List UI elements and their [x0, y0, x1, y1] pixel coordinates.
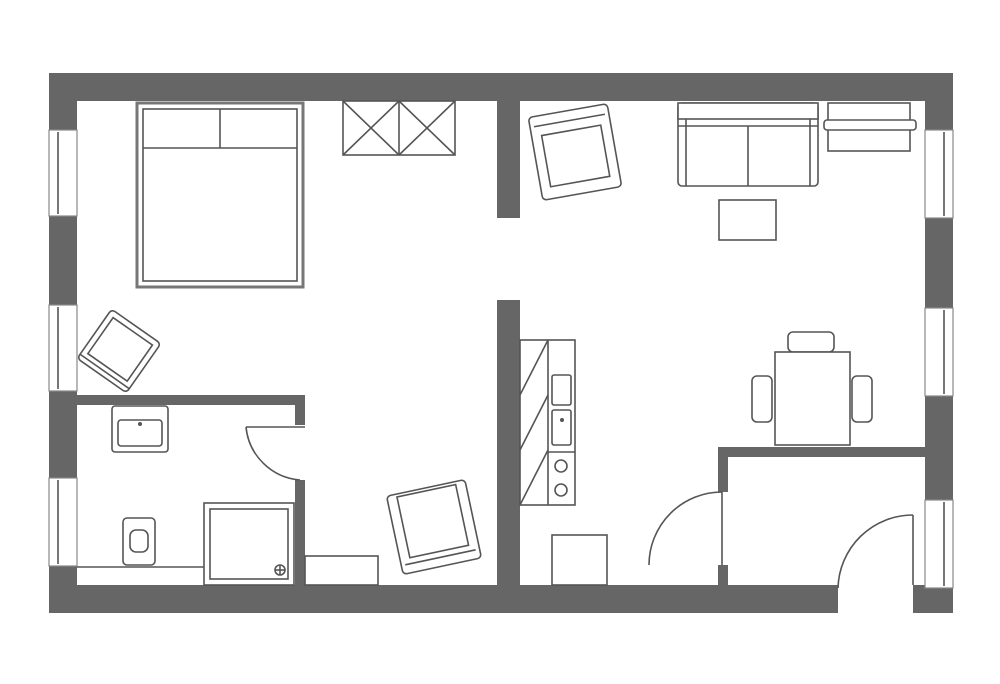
interior-walls: [77, 101, 925, 585]
wardrobe: [342, 100, 456, 156]
dresser: [304, 555, 379, 586]
shower: [203, 502, 295, 586]
sofa: [677, 102, 819, 187]
dining-set: [751, 331, 873, 446]
bed: [135, 101, 305, 289]
doors: [245, 426, 914, 589]
bedroom-chair: [77, 309, 161, 393]
kitchen-unit: [519, 339, 576, 506]
coffee-table: [718, 199, 777, 241]
armchair-bottom: [386, 479, 482, 575]
tv-unit: [823, 102, 917, 152]
kitchen-cabinet: [551, 534, 608, 586]
living-armchair: [528, 103, 622, 201]
toilet: [122, 517, 156, 566]
windows: [48, 129, 954, 589]
bathroom-sink: [111, 405, 169, 453]
